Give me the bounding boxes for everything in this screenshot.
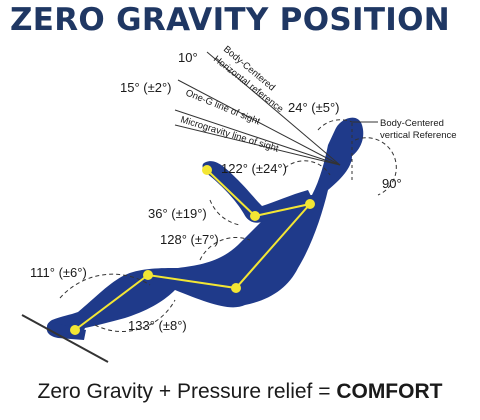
angle-10-label: 10°: [178, 50, 198, 65]
body-silhouette: [46, 117, 364, 340]
angle-15-label: 15° (±2°): [120, 80, 172, 95]
body-vertical-ref-label-2: vertical Reference: [380, 130, 457, 141]
joints: [70, 165, 315, 335]
hand-joint: [202, 165, 212, 175]
microgravity-label: Microgravity line of sight: [179, 114, 280, 154]
hip-joint: [231, 283, 241, 293]
angle-elbow-label: 36° (±19°): [148, 206, 207, 221]
shoulder-joint: [305, 199, 315, 209]
caption: Zero Gravity + Pressure relief = COMFORT: [0, 380, 480, 404]
floor-line: [21, 314, 109, 363]
ankle-joint: [70, 325, 80, 335]
angle-shoulder-label: 122° (±24°): [221, 161, 287, 176]
angle-hip-label: 128° (±7°): [160, 232, 219, 247]
knee-joint: [143, 270, 153, 280]
angle-ankle-label: 133° (±8°): [128, 318, 187, 333]
angle-knee-label: 111° (±6°): [30, 265, 87, 280]
caption-emphasis: COMFORT: [336, 380, 443, 403]
angle-90-label: 90°: [382, 176, 402, 191]
elbow-joint: [250, 211, 260, 221]
reference-lines: [174, 51, 378, 180]
caption-prefix: Zero Gravity + Pressure relief =: [37, 380, 337, 403]
joint-arcs: [59, 119, 397, 332]
page-title: ZERO GRAVITY POSITION: [10, 2, 450, 38]
body-vertical-ref-label-1: Body-Centered: [380, 118, 444, 129]
angle-neck-label: 24° (±5°): [288, 100, 340, 115]
